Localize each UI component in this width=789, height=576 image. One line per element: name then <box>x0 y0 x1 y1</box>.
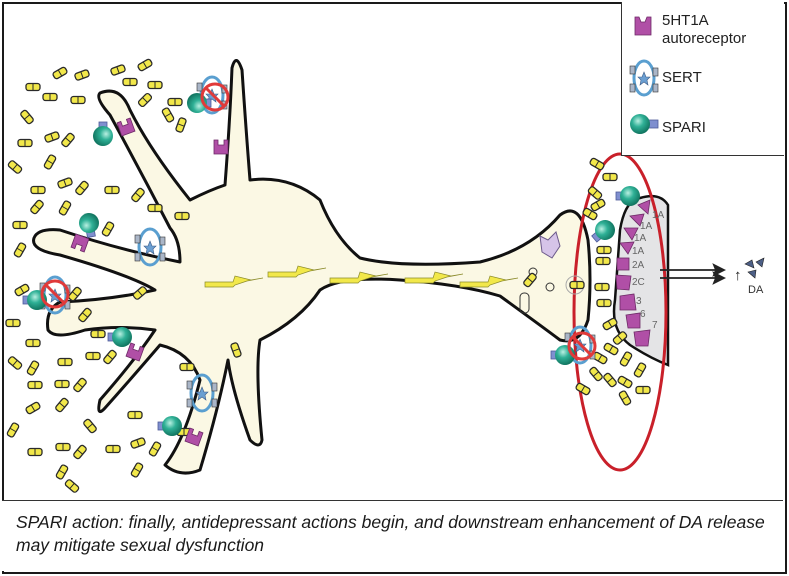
receptor-label: 3 <box>636 296 642 307</box>
postsynaptic-receptors <box>615 199 651 347</box>
legend-label-line2: autoreceptor <box>662 30 747 47</box>
spari-molecule <box>76 210 102 240</box>
caption-text: SPARI action: finally, antidepressant ac… <box>16 512 765 555</box>
receptor-label: 1A <box>632 246 645 257</box>
legend: 5HT1A autoreceptor SERT <box>621 2 784 156</box>
spari-molecule <box>157 415 183 437</box>
receptor-label: 2C <box>632 277 645 288</box>
increase-arrow-icon: ↑ <box>734 267 742 284</box>
inhibition-icon <box>40 279 70 309</box>
receptor-label: 7 <box>652 320 658 331</box>
synapse-highlight-oval <box>572 152 668 472</box>
vesicle-cluster-icon <box>539 231 561 259</box>
presynaptic-neuron <box>32 59 592 475</box>
neuron-diagram: 1A 1A 1A 1A 2A 2C 3 6 7 ↑ DA <box>5 57 765 494</box>
spari-molecule <box>615 185 641 207</box>
legend-label: 5HT1A autoreceptor <box>662 12 746 48</box>
spari-molecule <box>107 326 133 348</box>
receptor-label: 1A <box>640 221 653 232</box>
legend-label: SERT <box>662 69 702 86</box>
legend-item-spari: SPARI <box>622 106 782 146</box>
5ht1a-autoreceptor <box>213 139 229 155</box>
5ht1a-autoreceptor-icon <box>634 16 652 36</box>
receptor-label: 1A <box>652 210 665 221</box>
mitochondrion-icon <box>519 292 530 314</box>
spari-molecule <box>92 121 114 147</box>
figure-caption: SPARI action: finally, antidepressant ac… <box>2 500 783 571</box>
spari-icon <box>630 114 659 134</box>
legend-label-line1: 5HT1A <box>662 12 709 29</box>
spari-molecule <box>587 215 620 248</box>
legend-item-5ht1a: 5HT1A autoreceptor <box>622 8 782 48</box>
signal-arrows <box>660 263 727 285</box>
receptor-label: 6 <box>640 309 646 320</box>
da-label: DA <box>748 284 764 296</box>
receptor-label: 2A <box>632 260 645 271</box>
vesicle-icon <box>545 282 555 292</box>
sert-icon <box>629 59 659 97</box>
receptor-label: 1A <box>634 233 647 244</box>
dopamine-icon <box>744 257 765 279</box>
legend-label: SPARI <box>662 119 706 136</box>
legend-item-sert: SERT <box>622 56 782 97</box>
